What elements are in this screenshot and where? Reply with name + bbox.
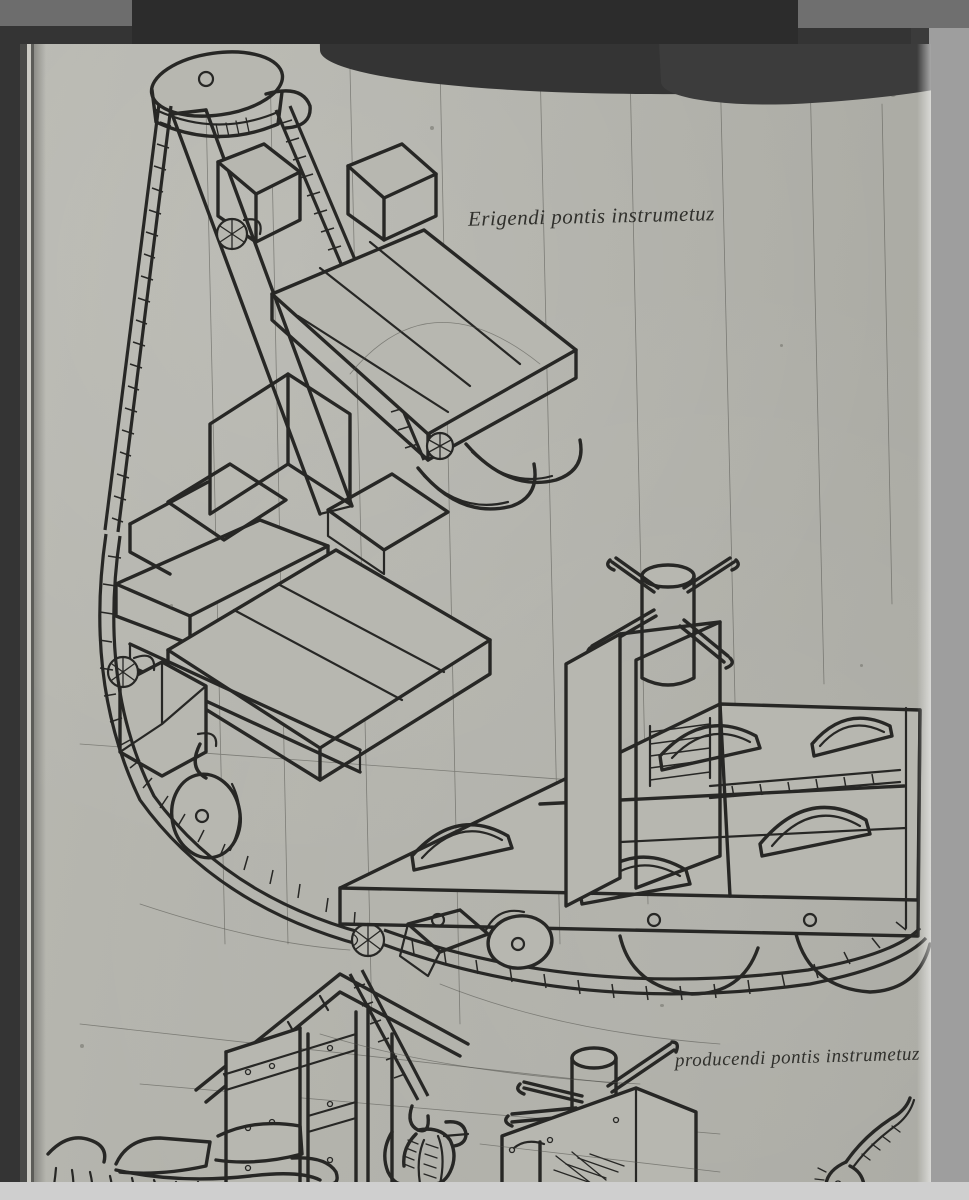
paper-speck (780, 344, 783, 347)
binding-gutter-dark-2 (31, 44, 34, 1184)
figure-hauling-rope (383, 1104, 470, 1184)
mast-rope-left (103, 103, 173, 533)
binding-gutter-dark (20, 44, 27, 1184)
rubble-ground (46, 1121, 339, 1184)
main-rope-arc (98, 533, 383, 952)
paper-ground (20, 44, 931, 1184)
construction-strokes (139, 903, 721, 1173)
paper-speck (430, 126, 434, 130)
grapple-hooks (416, 431, 583, 511)
paper-speck (860, 664, 863, 667)
capstan-rope-coil (648, 716, 902, 800)
paper-speck (80, 1044, 84, 1048)
surround-top-right (798, 0, 969, 28)
pulley-rosette-upper (215, 217, 262, 251)
surround-bottom-strip (0, 1182, 969, 1200)
mast-beams (170, 108, 354, 516)
mast-head-blocks (216, 142, 438, 244)
paper-speck (660, 1004, 664, 1007)
timber-frame (194, 969, 470, 1184)
capstan-lower (500, 1040, 698, 1184)
rope-knot-lower (350, 922, 386, 958)
bird-head-sketch (814, 1096, 916, 1184)
paper-speck (170, 604, 173, 607)
wagon-deck (338, 702, 922, 938)
binding-gutter-shadow (34, 44, 46, 1184)
rope-under-wagon (381, 921, 928, 1001)
engineering-drawing (46, 50, 931, 1184)
surround-right-margin (929, 28, 969, 1200)
binding-gutter-light (27, 44, 31, 1184)
capstan-upper (564, 556, 902, 908)
surround-top-middle (132, 0, 798, 44)
bridge-deck (270, 228, 578, 462)
surround-top-left (0, 0, 132, 26)
top-pulley-drum (149, 50, 312, 139)
wagon-wheels (398, 908, 931, 996)
leaf-fore-edge (917, 44, 931, 1184)
manuscript-leaf: Erigendi pontis instrumetuz producendi p… (20, 44, 931, 1184)
